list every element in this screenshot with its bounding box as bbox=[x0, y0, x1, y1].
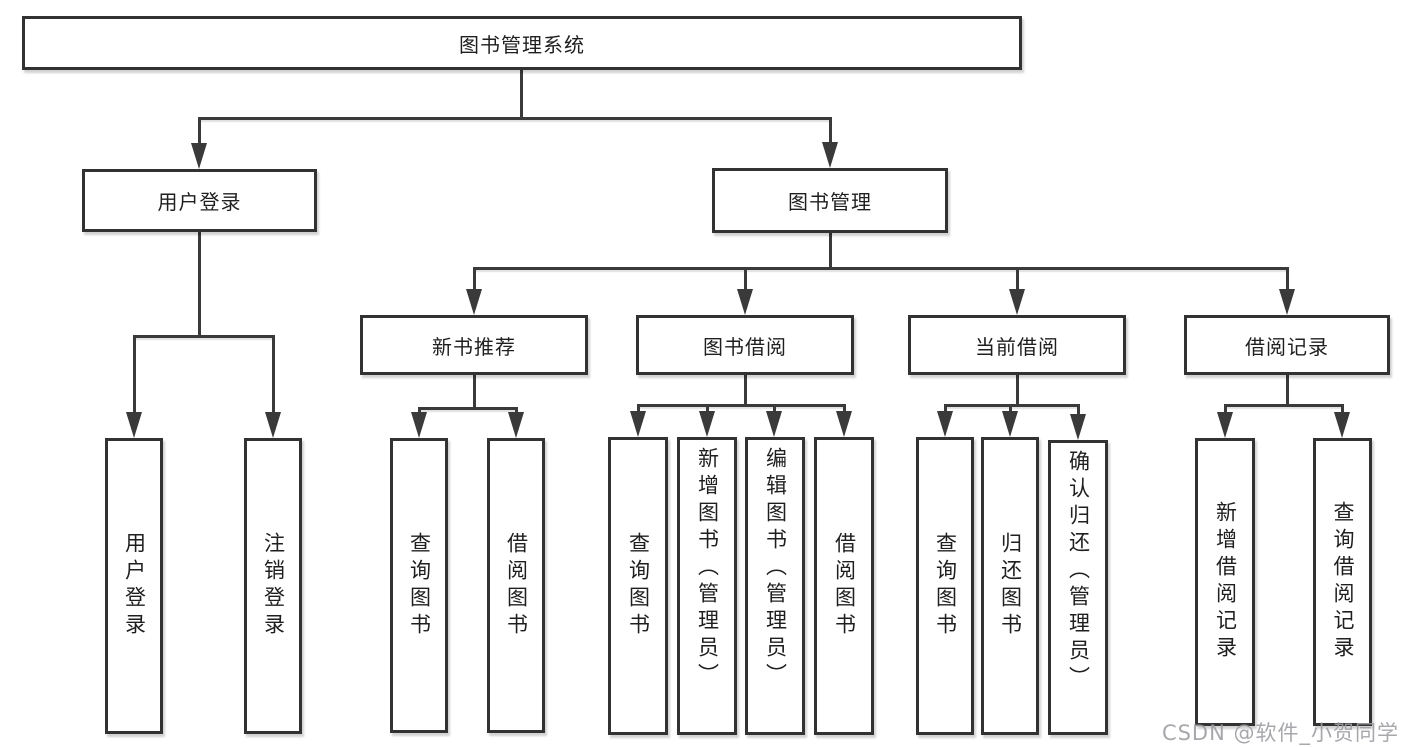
node-current-borrow: 当前借阅 bbox=[908, 315, 1126, 375]
leaf-borrow-book: 借阅图书 bbox=[814, 437, 874, 735]
connector-leaf-stem bbox=[637, 404, 640, 413]
connector-leaf-stem bbox=[1224, 404, 1227, 413]
arrowhead-icon bbox=[1217, 412, 1233, 438]
connector-l3-stem bbox=[1016, 267, 1019, 292]
connector-root-stem bbox=[520, 70, 523, 119]
leaf-label: 确认归还（管理员） bbox=[1066, 450, 1091, 693]
arrowhead-icon bbox=[191, 143, 207, 169]
leaf-label: 借阅图书 bbox=[504, 531, 529, 640]
leaf-label: 查询图书 bbox=[933, 532, 958, 640]
arrowhead-icon bbox=[508, 412, 524, 438]
arrowhead-icon bbox=[836, 411, 852, 437]
leaf-label: 归还图书 bbox=[998, 532, 1023, 640]
connector-current-down bbox=[1016, 375, 1019, 407]
leaf-borrow-book-recommend: 借阅图书 bbox=[487, 438, 545, 733]
connector-borrow-down bbox=[744, 375, 747, 407]
leaf-label: 新增图书（管理员） bbox=[695, 447, 720, 690]
arrowhead-icon bbox=[1279, 289, 1295, 315]
connector-leaf-stem bbox=[1341, 404, 1344, 413]
leaf-add-borrow-record: 新增借阅记录 bbox=[1195, 438, 1255, 726]
node-root: 图书管理系统 bbox=[22, 16, 1022, 70]
leaf-label: 注销登录 bbox=[261, 532, 286, 640]
arrowhead-icon bbox=[737, 289, 753, 315]
connector-leaf-stem bbox=[773, 404, 776, 413]
connector-root-branch bbox=[198, 117, 832, 120]
node-label: 图书借阅 bbox=[703, 334, 787, 359]
leaf-query-book-borrow: 查询图书 bbox=[608, 437, 668, 735]
connector-leaf-stem bbox=[1077, 404, 1080, 416]
arrowhead-icon bbox=[1070, 414, 1086, 440]
node-label: 用户登录 bbox=[157, 190, 242, 214]
arrowhead-icon bbox=[1334, 412, 1350, 438]
leaf-label: 查询图书 bbox=[407, 531, 432, 640]
connector-leaf-stem bbox=[944, 404, 947, 413]
leaf-edit-book-admin: 编辑图书（管理员） bbox=[745, 437, 805, 735]
connector-leaf-stem bbox=[706, 404, 709, 413]
arrowhead-icon bbox=[265, 412, 281, 438]
leaf-label: 查询图书 bbox=[626, 532, 651, 640]
leaf-query-book-current: 查询图书 bbox=[916, 437, 974, 735]
node-book-borrow: 图书借阅 bbox=[636, 315, 854, 375]
arrowhead-icon bbox=[1009, 289, 1025, 315]
csdn-watermark: CSDN @软件_小贺同学 bbox=[1161, 721, 1399, 745]
leaf-user-login: 用户登录 bbox=[105, 438, 163, 734]
leaf-return-book: 归还图书 bbox=[981, 437, 1039, 735]
connector-borrow-branch bbox=[637, 404, 846, 407]
connector-bookmgmt-down bbox=[829, 233, 832, 270]
arrowhead-icon bbox=[1002, 411, 1018, 437]
arrowhead-icon bbox=[699, 411, 715, 437]
connector-leaf-stem bbox=[272, 335, 275, 415]
connector-bookmgmt-branch bbox=[473, 267, 1289, 270]
leaf-confirm-return-admin: 确认归还（管理员） bbox=[1048, 440, 1108, 735]
leaf-label: 用户登录 bbox=[122, 532, 147, 640]
connector-l3-stem bbox=[1286, 267, 1289, 292]
node-book-management: 图书管理 bbox=[712, 168, 948, 233]
connector-newbook-branch bbox=[418, 407, 518, 410]
connector-leaf-stem bbox=[843, 404, 846, 413]
connector-records-branch bbox=[1224, 404, 1344, 407]
leaf-label: 编辑图书（管理员） bbox=[763, 447, 788, 690]
connector-leaf-stem bbox=[515, 407, 518, 415]
leaf-query-borrow-record: 查询借阅记录 bbox=[1313, 438, 1372, 726]
connector-leaf-stem bbox=[133, 335, 136, 415]
arrowhead-icon bbox=[766, 411, 782, 437]
leaf-label: 新增借阅记录 bbox=[1213, 501, 1238, 663]
connector-records-down bbox=[1286, 375, 1289, 407]
node-root-label: 图书管理系统 bbox=[459, 32, 585, 57]
arrowhead-icon bbox=[126, 412, 142, 438]
leaf-label: 查询借阅记录 bbox=[1331, 501, 1355, 663]
node-label: 新书推荐 bbox=[432, 334, 516, 359]
node-new-book-recommend: 新书推荐 bbox=[360, 315, 588, 375]
node-borrow-records: 借阅记录 bbox=[1184, 315, 1390, 375]
arrowhead-icon bbox=[822, 142, 838, 168]
leaf-label: 借阅图书 bbox=[832, 532, 857, 640]
connector-userlogin-branch bbox=[133, 335, 275, 338]
connector-newbook-down bbox=[473, 375, 476, 410]
connector-l3-stem bbox=[744, 267, 747, 292]
connector-userlogin-stem bbox=[198, 117, 201, 145]
arrowhead-icon bbox=[411, 412, 427, 438]
connector-bookmgmt-stem bbox=[829, 117, 832, 144]
arrowhead-icon bbox=[466, 289, 482, 315]
connector-leaf-stem bbox=[1009, 404, 1012, 413]
arrowhead-icon bbox=[630, 411, 646, 437]
connector-current-branch bbox=[944, 404, 1080, 407]
connector-leaf-stem bbox=[418, 407, 421, 415]
connector-userlogin-down bbox=[198, 232, 201, 338]
connector-l3-stem bbox=[473, 267, 476, 292]
node-user-login: 用户登录 bbox=[82, 169, 317, 232]
arrowhead-icon bbox=[937, 411, 953, 437]
leaf-logout-login: 注销登录 bbox=[244, 438, 302, 734]
node-label: 当前借阅 bbox=[975, 334, 1059, 359]
node-label: 借阅记录 bbox=[1245, 334, 1329, 359]
leaf-query-book-recommend: 查询图书 bbox=[390, 438, 448, 733]
node-label: 图书管理 bbox=[788, 190, 872, 214]
leaf-add-book-admin: 新增图书（管理员） bbox=[677, 437, 737, 735]
